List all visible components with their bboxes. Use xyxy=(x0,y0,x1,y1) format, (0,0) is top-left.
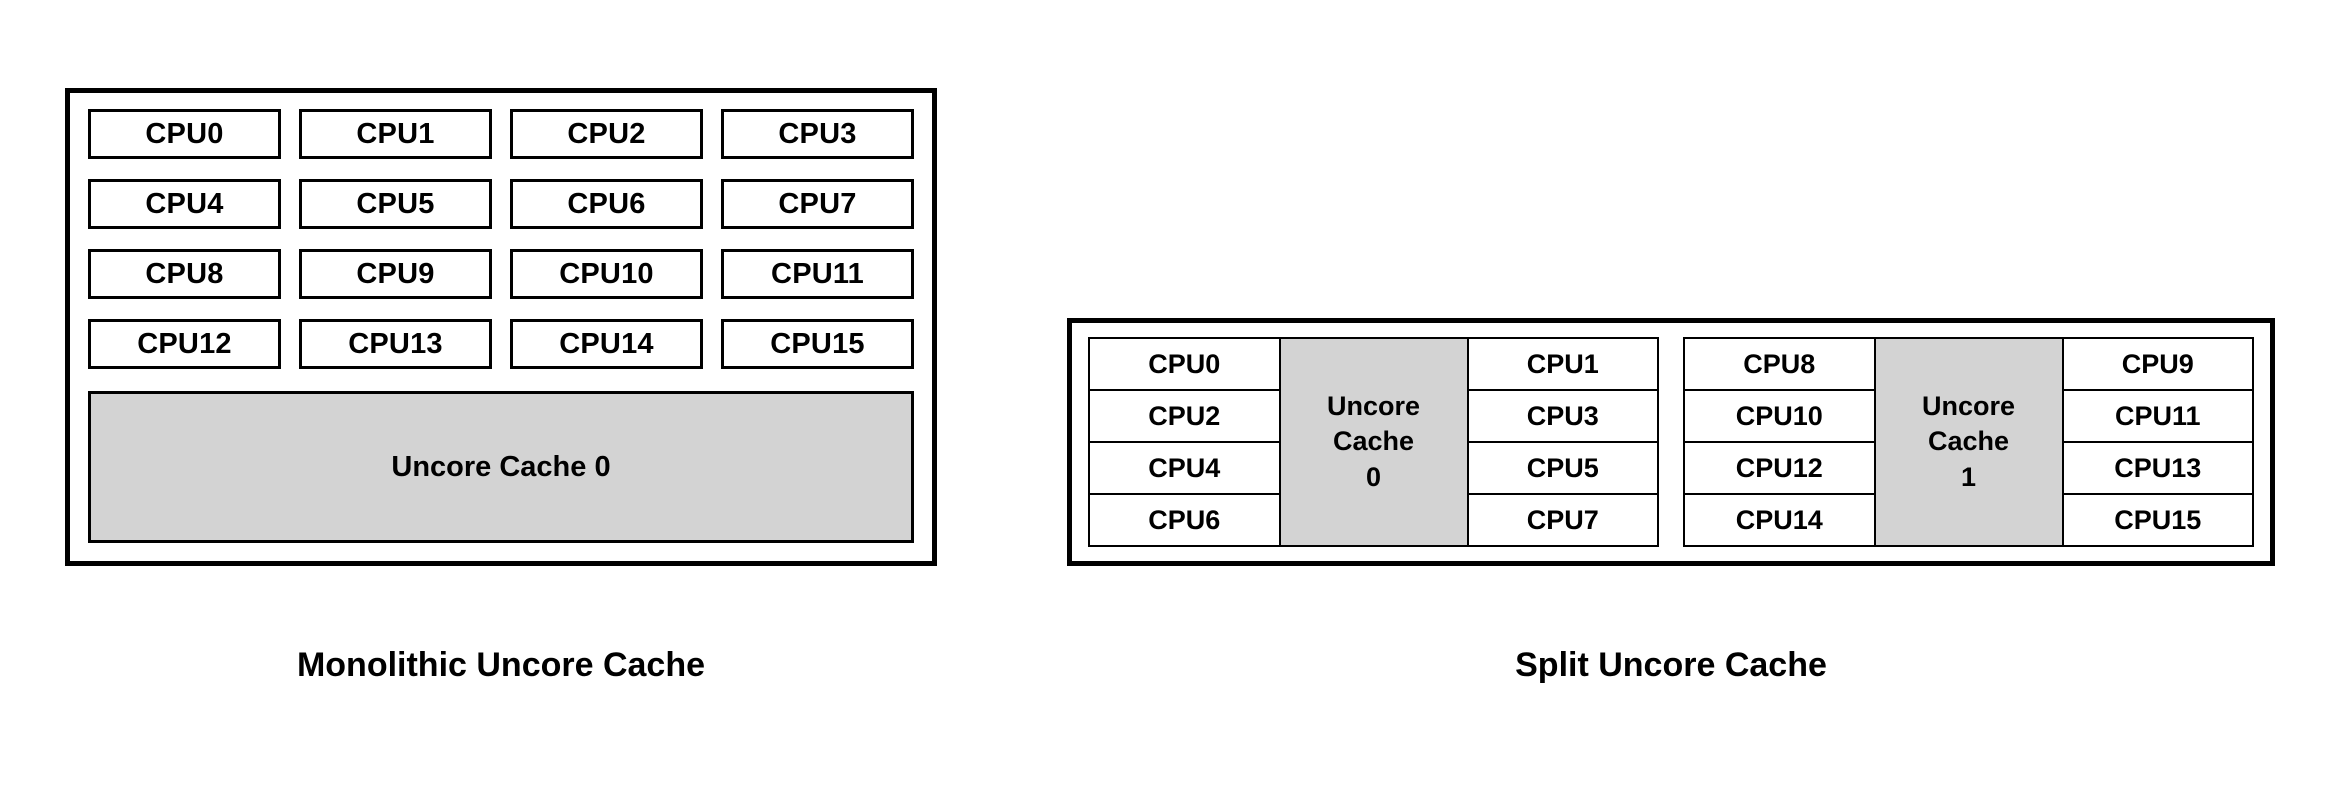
monolithic-caption: Monolithic Uncore Cache xyxy=(296,646,706,684)
uncore-cache-box: Uncore Cache 1 xyxy=(1873,337,2064,547)
uncore-cache-line: 1 xyxy=(1960,461,1977,492)
cpu-box: CPU10 xyxy=(510,249,703,299)
uncore-cache-line: Cache xyxy=(1927,426,2010,457)
cpu-box: CPU0 xyxy=(88,109,281,159)
cpu-column-right: CPU1 CPU3 CPU5 CPU7 xyxy=(1466,337,1659,547)
cpu-box: CPU8 xyxy=(1683,337,1876,391)
uncore-cache-line: Cache xyxy=(1332,426,1415,457)
cpu-box: CPU9 xyxy=(299,249,492,299)
cpu-box: CPU12 xyxy=(1683,441,1876,495)
cpu-box: CPU0 xyxy=(1088,337,1281,391)
cpu-box: CPU12 xyxy=(88,319,281,369)
uncore-cache-line: Uncore xyxy=(1921,390,2016,421)
cpu-box: CPU6 xyxy=(1088,493,1281,547)
cpu-box: CPU15 xyxy=(721,319,914,369)
cpu-box: CPU7 xyxy=(1466,493,1659,547)
uncore-cache-box: Uncore Cache 0 xyxy=(88,391,914,543)
cpu-box: CPU9 xyxy=(2061,337,2254,391)
cpu-box: CPU13 xyxy=(299,319,492,369)
cpu-box: CPU5 xyxy=(1466,441,1659,495)
monolithic-cache-panel: CPU0 CPU1 CPU2 CPU3 CPU4 CPU5 CPU6 CPU7 … xyxy=(65,88,937,566)
uncore-cache-line: Uncore xyxy=(1326,390,1421,421)
cpu-box: CPU15 xyxy=(2061,493,2254,547)
cpu-box: CPU11 xyxy=(2061,389,2254,443)
cpu-box: CPU14 xyxy=(510,319,703,369)
cpu-column-left: CPU0 CPU2 CPU4 CPU6 xyxy=(1088,337,1281,547)
uncore-cache-box: Uncore Cache 0 xyxy=(1278,337,1469,547)
cpu-column-left: CPU8 CPU10 CPU12 CPU14 xyxy=(1683,337,1876,547)
cache-group: CPU8 CPU10 CPU12 CPU14 Uncore Cache 1 CP… xyxy=(1683,337,2254,547)
cpu-box: CPU5 xyxy=(299,179,492,229)
cache-group: CPU0 CPU2 CPU4 CPU6 Uncore Cache 0 CPU1 … xyxy=(1088,337,1659,547)
cpu-box: CPU8 xyxy=(88,249,281,299)
cpu-box: CPU1 xyxy=(299,109,492,159)
cpu-box: CPU11 xyxy=(721,249,914,299)
cpu-box: CPU3 xyxy=(1466,389,1659,443)
cpu-box: CPU7 xyxy=(721,179,914,229)
cpu-column-right: CPU9 CPU11 CPU13 CPU15 xyxy=(2061,337,2254,547)
cpu-box: CPU10 xyxy=(1683,389,1876,443)
cpu-box: CPU6 xyxy=(510,179,703,229)
cpu-box: CPU2 xyxy=(1088,389,1281,443)
cpu-box: CPU4 xyxy=(88,179,281,229)
split-cache-panel: CPU0 CPU2 CPU4 CPU6 Uncore Cache 0 CPU1 … xyxy=(1067,318,2275,566)
monolithic-cpu-grid: CPU0 CPU1 CPU2 CPU3 CPU4 CPU5 CPU6 CPU7 … xyxy=(88,109,914,369)
cpu-box: CPU1 xyxy=(1466,337,1659,391)
split-caption: Split Uncore Cache xyxy=(1515,646,1827,684)
uncore-cache-line: 0 xyxy=(1365,461,1382,492)
cpu-box: CPU13 xyxy=(2061,441,2254,495)
cpu-box: CPU14 xyxy=(1683,493,1876,547)
cpu-box: CPU3 xyxy=(721,109,914,159)
cpu-box: CPU2 xyxy=(510,109,703,159)
cpu-box: CPU4 xyxy=(1088,441,1281,495)
